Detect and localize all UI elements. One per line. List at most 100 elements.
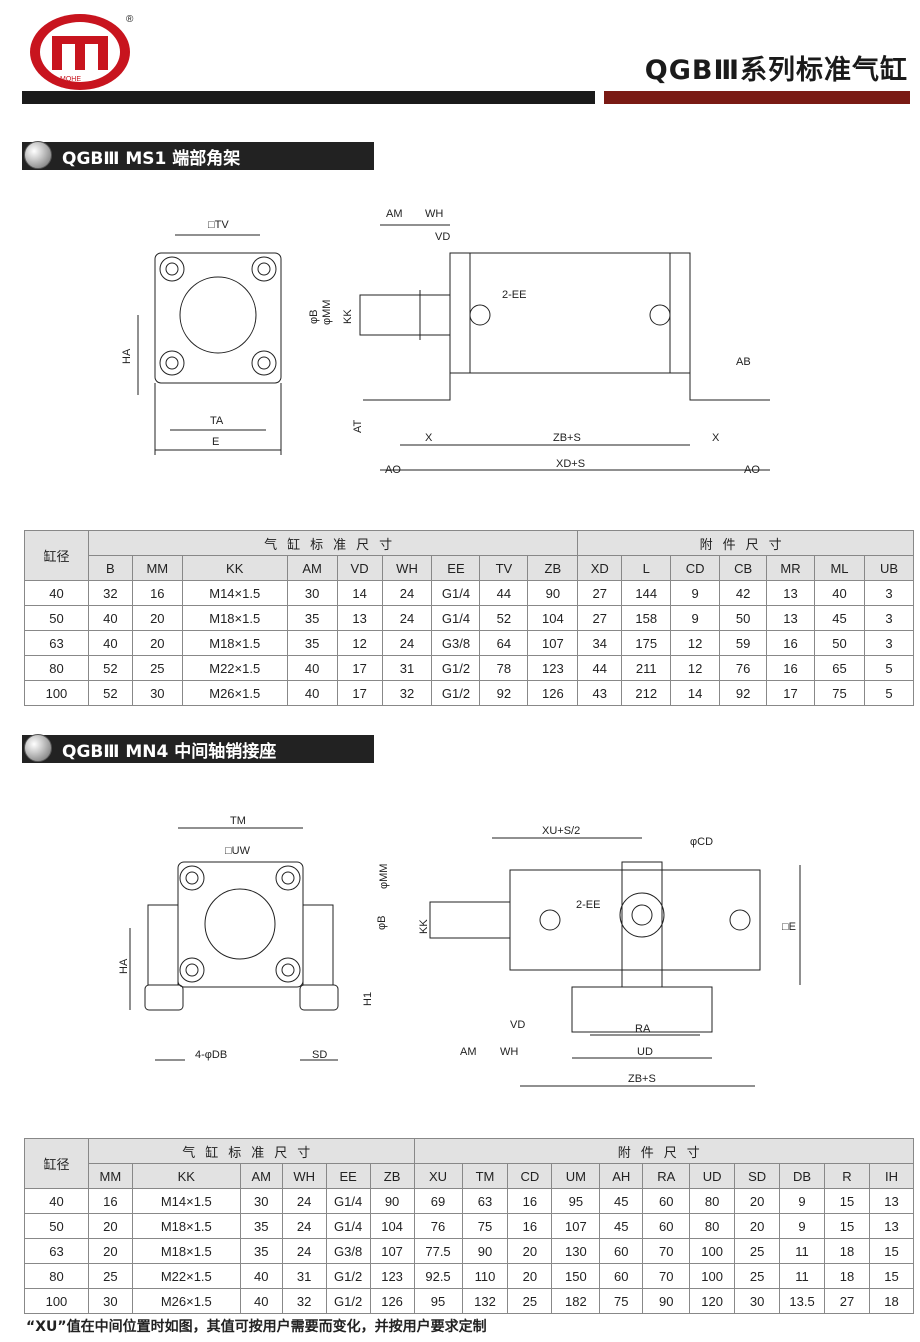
table-cell: 130 (551, 1238, 601, 1264)
table-cell: 64 (479, 630, 529, 656)
table-cell: G1/2 (325, 1263, 371, 1289)
table-cell: 25 (131, 655, 183, 681)
table-cell: 24 (381, 630, 433, 656)
column-header: SD (734, 1163, 781, 1189)
table-cell: 90 (527, 580, 579, 606)
table-cell: 65 (814, 655, 865, 681)
table-cell: 16 (766, 655, 815, 681)
table-cell: 40 (239, 1263, 283, 1289)
table-cell: 5 (863, 655, 915, 681)
column-header: MM (131, 555, 183, 581)
table-cell: 123 (527, 655, 579, 681)
column-header: B (87, 555, 133, 581)
table-cell: 44 (479, 580, 529, 606)
column-header: AM (239, 1163, 283, 1189)
table-cell: 9 (779, 1213, 826, 1239)
table-cell: 17 (336, 680, 383, 706)
table-cell: 35 (239, 1213, 283, 1239)
svg-text:AT: AT (352, 419, 364, 433)
column-header: UM (551, 1163, 601, 1189)
table-cell: 45 (599, 1213, 644, 1239)
column-header: WH (281, 1163, 327, 1189)
table-cell: 20 (87, 1213, 133, 1239)
table-cell: 24 (281, 1213, 327, 1239)
column-header: VD (336, 555, 383, 581)
table-cell: 92 (479, 680, 529, 706)
table-cell: 132 (461, 1288, 509, 1314)
svg-text:HA: HA (118, 958, 130, 974)
table-cell: 144 (621, 580, 672, 606)
table-cell: 126 (527, 680, 579, 706)
svg-text:AB: AB (736, 356, 751, 368)
header-bar-dark (22, 91, 595, 104)
table-cell: 95 (413, 1288, 463, 1314)
svg-text:□UW: □UW (225, 845, 251, 857)
table-cell: 27 (577, 580, 623, 606)
table-cell: 25 (734, 1263, 781, 1289)
svg-text:WH: WH (500, 1046, 518, 1058)
table-cell: 75 (461, 1213, 509, 1239)
table-cell: M18×1.5 (181, 605, 288, 631)
column-header: ZB (369, 1163, 415, 1189)
table-cell: 20 (131, 605, 183, 631)
table-cell: 40 (87, 605, 133, 631)
table-cell: 70 (642, 1238, 691, 1264)
table-cell: 95 (551, 1188, 601, 1214)
table-cell: 77.5 (413, 1238, 463, 1264)
table-cell: 25 (734, 1238, 781, 1264)
table-cell: 16 (131, 580, 183, 606)
svg-text:MOHE: MOHE (60, 76, 81, 83)
table-cell: 14 (336, 580, 383, 606)
table-cell: 60 (642, 1188, 691, 1214)
table-cell: 20 (734, 1188, 781, 1214)
table-cell: 63 (461, 1188, 509, 1214)
table-cell: 60 (642, 1213, 691, 1239)
table-cell: 59 (719, 630, 768, 656)
section-mn4-header: QGBⅢ MN4 中间轴销接座 (22, 734, 374, 763)
column-header: EE (325, 1163, 371, 1189)
table-cell: 50 (814, 630, 865, 656)
svg-text:XU+S/2: XU+S/2 (542, 825, 580, 837)
svg-text:KK: KK (418, 919, 430, 934)
table-cell: 92 (719, 680, 768, 706)
svg-text:AM: AM (460, 1046, 477, 1058)
table-cell: 17 (336, 655, 383, 681)
table-cell: 60 (599, 1238, 644, 1264)
column-header: EE (431, 555, 481, 581)
table-cell: 42 (719, 580, 768, 606)
table-cell: 30 (239, 1188, 283, 1214)
svg-text:E: E (212, 436, 219, 448)
footnote: “XU”值在中间位置时如图，其值可按用户需要而变化，并按用户要求定制 (26, 1319, 487, 1335)
table-cell: 30 (734, 1288, 781, 1314)
table-cell: 75 (814, 680, 865, 706)
table-cell: 212 (621, 680, 672, 706)
table-cell: 12 (670, 655, 721, 681)
column-header: ZB (527, 555, 579, 581)
table-cell: 50 (719, 605, 768, 631)
table-cell: 20 (87, 1238, 133, 1264)
svg-text:X: X (425, 432, 433, 444)
table-cell: 40 (239, 1288, 283, 1314)
table-cell: 15 (824, 1188, 870, 1214)
svg-text:H1: H1 (362, 992, 374, 1006)
svg-text:ZB+S: ZB+S (553, 432, 581, 444)
table-cell: M26×1.5 (181, 680, 288, 706)
table-cell: 40 (814, 580, 865, 606)
table-cell: 80 (24, 1263, 89, 1289)
table-cell: 9 (670, 605, 721, 631)
svg-text:UD: UD (637, 1046, 653, 1058)
table-cell: 18 (824, 1238, 870, 1264)
table-cell: 63 (24, 1238, 89, 1264)
table-cell: 50 (24, 605, 89, 631)
table-cell: 15 (868, 1238, 915, 1264)
table-cell: 40 (87, 630, 133, 656)
ms1-drawing: □TV HA TA E AM WH VD φB φMM KK 2-EE AT A… (121, 208, 770, 476)
table-cell: M26×1.5 (131, 1288, 241, 1314)
table-cell: 150 (551, 1263, 601, 1289)
svg-text:SD: SD (312, 1049, 327, 1061)
table-cell: 52 (87, 680, 133, 706)
